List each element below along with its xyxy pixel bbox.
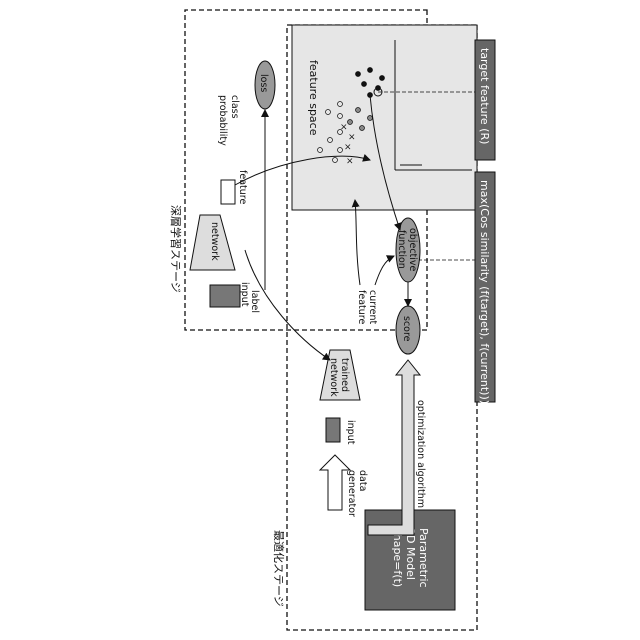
- max-cos-text: max(Cos similarity (f(target), f(current…: [478, 180, 491, 404]
- fs-point: ×: [342, 143, 352, 151]
- data-generator-1: data: [357, 470, 368, 491]
- fs-point: ×: [344, 157, 354, 165]
- dl-stage-title: 深層学習ステージ: [169, 205, 183, 293]
- fs-point: [356, 108, 361, 113]
- dl-class-label-1: class: [229, 95, 240, 119]
- fs-point: [380, 76, 385, 81]
- fs-point: [356, 72, 361, 77]
- dl-class-label-2: probability: [217, 95, 228, 146]
- dl-network-label: network: [209, 222, 220, 261]
- dl-input-node: [210, 285, 240, 307]
- dl-feature-node: [221, 180, 235, 204]
- optimization-label: optimization algorithm: [415, 400, 426, 508]
- fs-point: [348, 120, 353, 125]
- current-feature-2: feature: [356, 290, 367, 324]
- objective-label-1: objective: [407, 228, 418, 272]
- model-line-3: shape=f(t): [391, 528, 404, 587]
- current-to-objective: [375, 256, 394, 285]
- dl-loss-label: loss: [258, 74, 269, 92]
- fs-point: ×: [346, 133, 356, 141]
- dl-label-label: label: [249, 290, 260, 313]
- opt-input-node: [326, 418, 340, 442]
- data-generator-2: generator: [346, 470, 357, 517]
- model-line-1: Parametric: [417, 528, 430, 588]
- trained-network-1: trained: [339, 358, 350, 392]
- model-line-2: 3D Model: [404, 528, 417, 580]
- optimization-arrow: [368, 360, 420, 535]
- opt-input-label: input: [345, 420, 356, 445]
- fs-point: [360, 126, 365, 131]
- dl-feature-label: feature: [237, 170, 248, 204]
- fs-point: [362, 82, 367, 87]
- current-to-space: [355, 200, 360, 285]
- target-feature-text: target feature (R): [478, 48, 491, 144]
- fs-point: [368, 116, 373, 121]
- opt-stage-title: 最適化ステージ: [272, 530, 286, 607]
- trained-network-2: network: [328, 358, 339, 397]
- fs-point: ×: [338, 123, 348, 131]
- objective-label-2: function: [396, 230, 407, 269]
- score-label: score: [401, 316, 412, 342]
- fs-point: [368, 68, 373, 73]
- feature-space-title: feature space: [307, 60, 320, 136]
- current-feature-1: current: [367, 290, 378, 325]
